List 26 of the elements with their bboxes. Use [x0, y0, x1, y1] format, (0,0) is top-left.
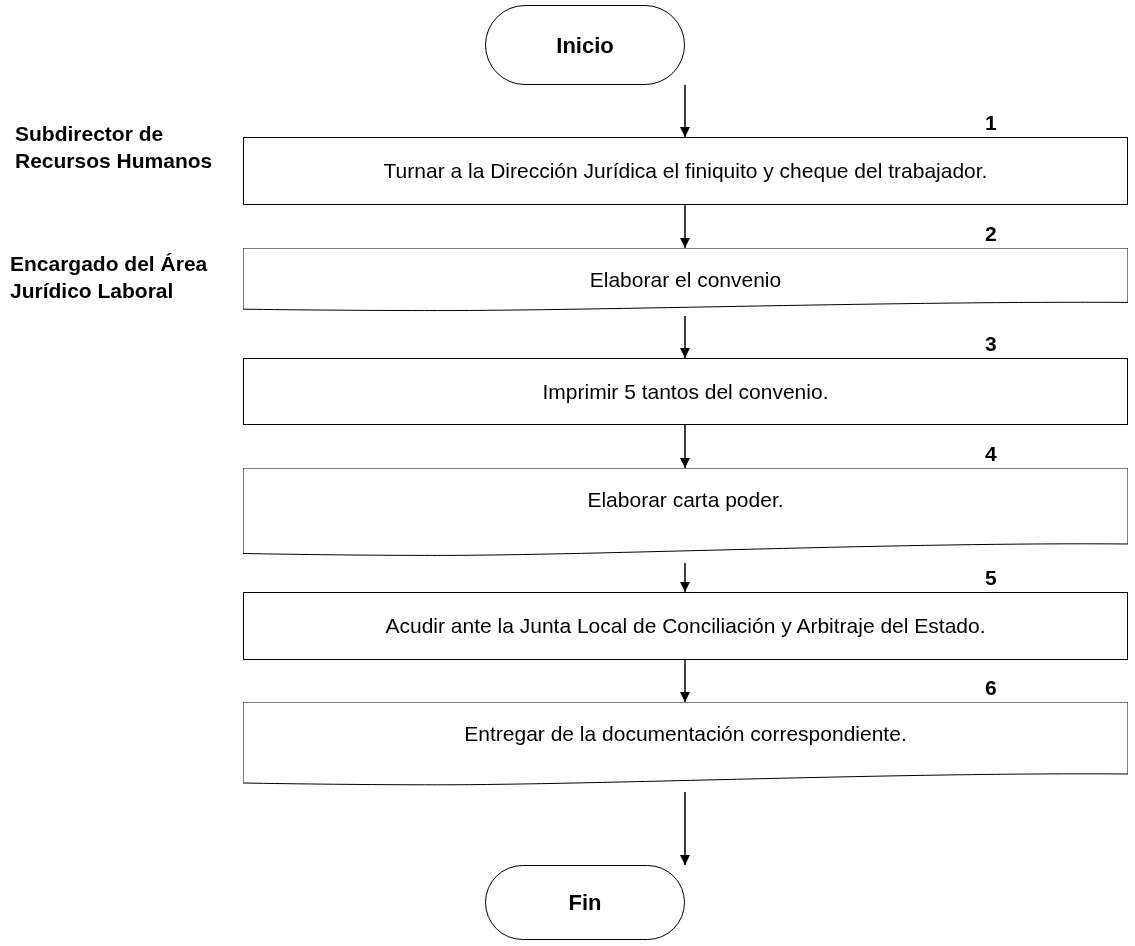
- arrow: [680, 791, 690, 866]
- terminal-label: Inicio: [556, 31, 614, 60]
- process-box: [243, 592, 1128, 660]
- step-number: 1: [985, 110, 997, 136]
- arrow: [680, 204, 690, 249]
- step-text: Turnar a la Dirección Jurídica el finiquito y cheque del trabajador.: [383, 158, 988, 185]
- arrow: [680, 659, 690, 703]
- step-number: 6: [985, 675, 997, 701]
- step-text: Elaborar el convenio: [589, 267, 782, 293]
- arrow: [680, 424, 690, 469]
- step-text: Imprimir 5 tantos del convenio.: [542, 378, 829, 405]
- step-text: Acudir ante la Junta Local de Conciliación y Arbitraje del Estado.: [385, 613, 986, 640]
- arrow: [680, 84, 690, 138]
- process-box: [243, 358, 1128, 425]
- step-text: Entregar de la documentación correspondiente.: [464, 721, 907, 747]
- step-number: 4: [985, 441, 997, 467]
- step-number: 3: [985, 331, 997, 357]
- role-label: Subdirector de Recursos Humanos: [15, 121, 214, 174]
- step-text: Elaborar carta poder.: [587, 487, 784, 513]
- role-label: Encargado del Área Jurídico Laboral: [10, 251, 209, 304]
- process-box: [243, 137, 1128, 205]
- arrow: [680, 315, 690, 359]
- step-number: 2: [985, 221, 997, 247]
- arrow: [680, 562, 690, 593]
- terminal-label: Fin: [568, 889, 602, 917]
- step-number: 5: [985, 565, 997, 591]
